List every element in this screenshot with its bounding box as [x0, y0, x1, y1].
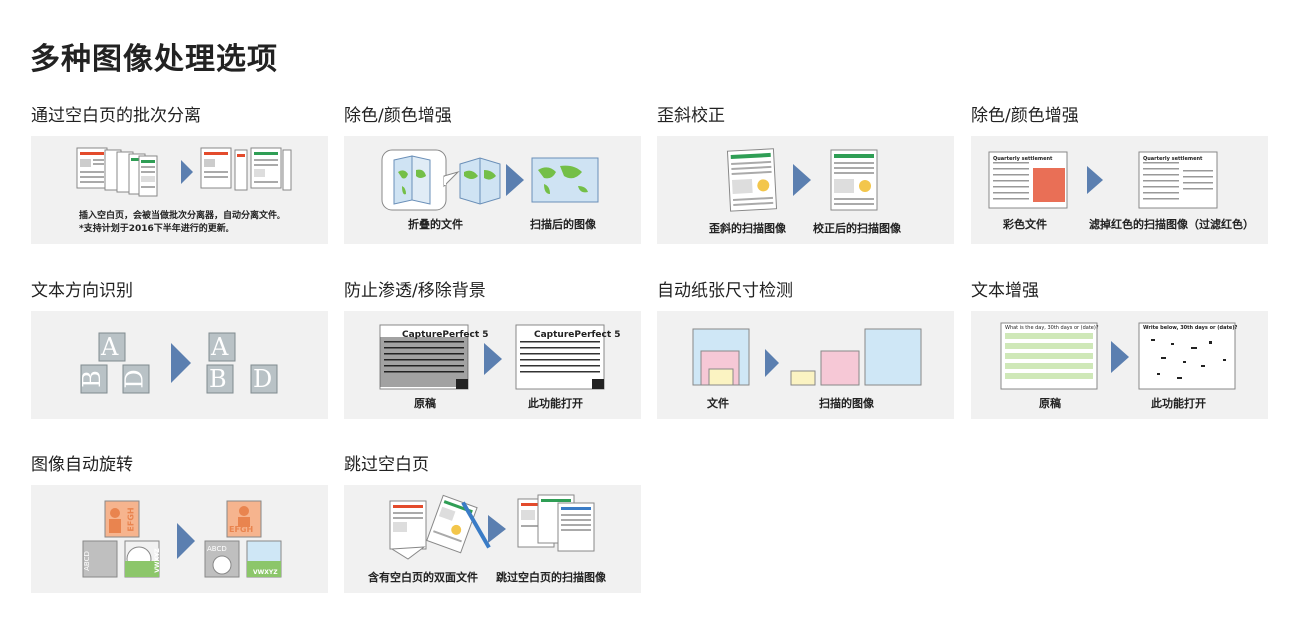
caption-left: 文件: [707, 397, 729, 410]
card-title: 图像自动旋转: [31, 455, 133, 475]
panel-illustration: 文件 扫描的图像: [657, 311, 954, 419]
skew-docs-icon: [726, 148, 878, 212]
card-title: 文本方向识别: [31, 281, 133, 301]
panel-illustration: 含有空白页的双面文件 跳过空白页的扫描图像: [344, 485, 641, 593]
text-vwxyz-right: VWXYZ: [253, 569, 278, 576]
note-line-1: 插入空白页，会被当做批次分离器，自动分离文件。: [79, 211, 285, 221]
card-title: 文本增强: [971, 281, 1039, 301]
card-skew-correction: 歪斜校正 歪斜的扫描图像 校: [657, 104, 954, 244]
text-abcd-left: ABCD: [82, 551, 91, 571]
card-auto-rotation: 图像自动旋转 EFGH EFGH ABCD ABCD VWXYZ VWXYZ: [31, 453, 328, 593]
doc-heading-left: Quarterly settlement: [993, 156, 1053, 162]
card-title: 通过空白页的批次分离: [31, 106, 201, 126]
card-title: 跳过空白页: [344, 455, 429, 475]
red-dropout-icon: [988, 151, 1218, 209]
batch-docs-icon: [76, 147, 292, 197]
caption-right: 滤掉红色的扫描图像（过滤红色）: [1089, 218, 1254, 231]
letter-d-left: D: [120, 369, 149, 389]
card-color-dropout-folded: 除色/颜色增强 折叠的文件 扫描后的图像: [344, 104, 641, 244]
panel-illustration: 歪斜的扫描图像 校正后的扫描图像: [657, 136, 954, 244]
caption-right: 跳过空白页的扫描图像: [496, 571, 606, 584]
doc-heading-right: Write below, 30th days or (date)?: [1143, 325, 1238, 331]
text-vwxyz-left: VWXYZ: [153, 548, 161, 573]
page-title: 多种图像处理选项: [30, 42, 278, 77]
caption-right: 此功能打开: [528, 397, 583, 410]
panel-illustration: EFGH EFGH ABCD ABCD VWXYZ VWXYZ: [31, 485, 328, 593]
card-skip-blank-page: 跳过空白页: [344, 453, 641, 593]
letter-b-right: B: [209, 365, 227, 393]
caption-left: 歪斜的扫描图像: [709, 222, 786, 235]
card-text-orientation: 文本方向识别 A B D A B D: [31, 279, 328, 419]
card-title: 除色/颜色增强: [344, 106, 452, 126]
caption-right: 校正后的扫描图像: [813, 222, 901, 235]
card-title: 除色/颜色增强: [971, 106, 1079, 126]
card-title: 自动纸张尺寸检测: [657, 281, 793, 301]
card-title: 防止渗透/移除背景: [344, 281, 486, 301]
rotation-blocks-icon: [82, 500, 282, 578]
card-paper-size-detection: 自动纸张尺寸检测 文件 扫描的图像: [657, 279, 954, 419]
panel-illustration: CapturePerfect 5 CapturePerfect 5 原稿 此功能…: [344, 311, 641, 419]
caption-right: 扫描后的图像: [530, 218, 596, 231]
caption-left: 含有空白页的双面文件: [368, 571, 478, 584]
panel-illustration: 插入空白页，会被当做批次分离器，自动分离文件。 *支持计划于2016下半年进行的…: [31, 136, 328, 244]
text-efgh-left: EFGH: [126, 507, 136, 532]
doc-heading-right: CapturePerfect 5: [534, 330, 621, 340]
text-efgh-right: EFGH: [229, 525, 254, 534]
caption-left: 彩色文件: [1003, 218, 1047, 231]
doc-heading-left: CapturePerfect 5: [402, 330, 489, 340]
paper-sizes-icon: [692, 328, 922, 386]
skip-blank-icon: [389, 494, 595, 560]
note-line-2: *支持计划于2016下半年进行的更新。: [79, 224, 233, 234]
bleed-docs-icon: [379, 324, 605, 390]
panel-illustration: A B D A B D: [31, 311, 328, 419]
card-color-dropout-red: 除色/颜色增强 Quarterly settlement Quar: [971, 104, 1268, 244]
card-title: 歪斜校正: [657, 106, 725, 126]
caption-left: 折叠的文件: [408, 218, 463, 231]
caption-right: 扫描的图像: [819, 397, 874, 410]
letter-blocks-icon: [80, 332, 278, 394]
panel-illustration: What is the day, 30th days or (date)? Wr…: [971, 311, 1268, 419]
folded-map-icon: [381, 149, 599, 211]
letter-d-right: D: [253, 365, 273, 393]
doc-heading-right: Quarterly settlement: [1143, 156, 1203, 162]
caption-left: 原稿: [1039, 397, 1061, 410]
text-abcd-right: ABCD: [207, 545, 227, 553]
panel-illustration: Quarterly settlement Quarterly settlemen…: [971, 136, 1268, 244]
card-bleed-through: 防止渗透/移除背景 CapturePerfect 5 CapturePerfec…: [344, 279, 641, 419]
doc-heading-left: What is the day, 30th days or (date)?: [1005, 325, 1099, 331]
caption-left: 原稿: [414, 397, 436, 410]
text-enhance-icon: [1000, 322, 1236, 390]
caption-right: 此功能打开: [1151, 397, 1206, 410]
card-text-enhancement: 文本增强 What is the day, 30th days or (date…: [971, 279, 1268, 419]
card-batch-separation: 通过空白页的批次分离: [31, 104, 328, 244]
panel-illustration: 折叠的文件 扫描后的图像: [344, 136, 641, 244]
letter-b-left: B: [77, 370, 106, 388]
letter-a-right: A: [211, 333, 229, 361]
letter-a-left: A: [101, 333, 119, 361]
